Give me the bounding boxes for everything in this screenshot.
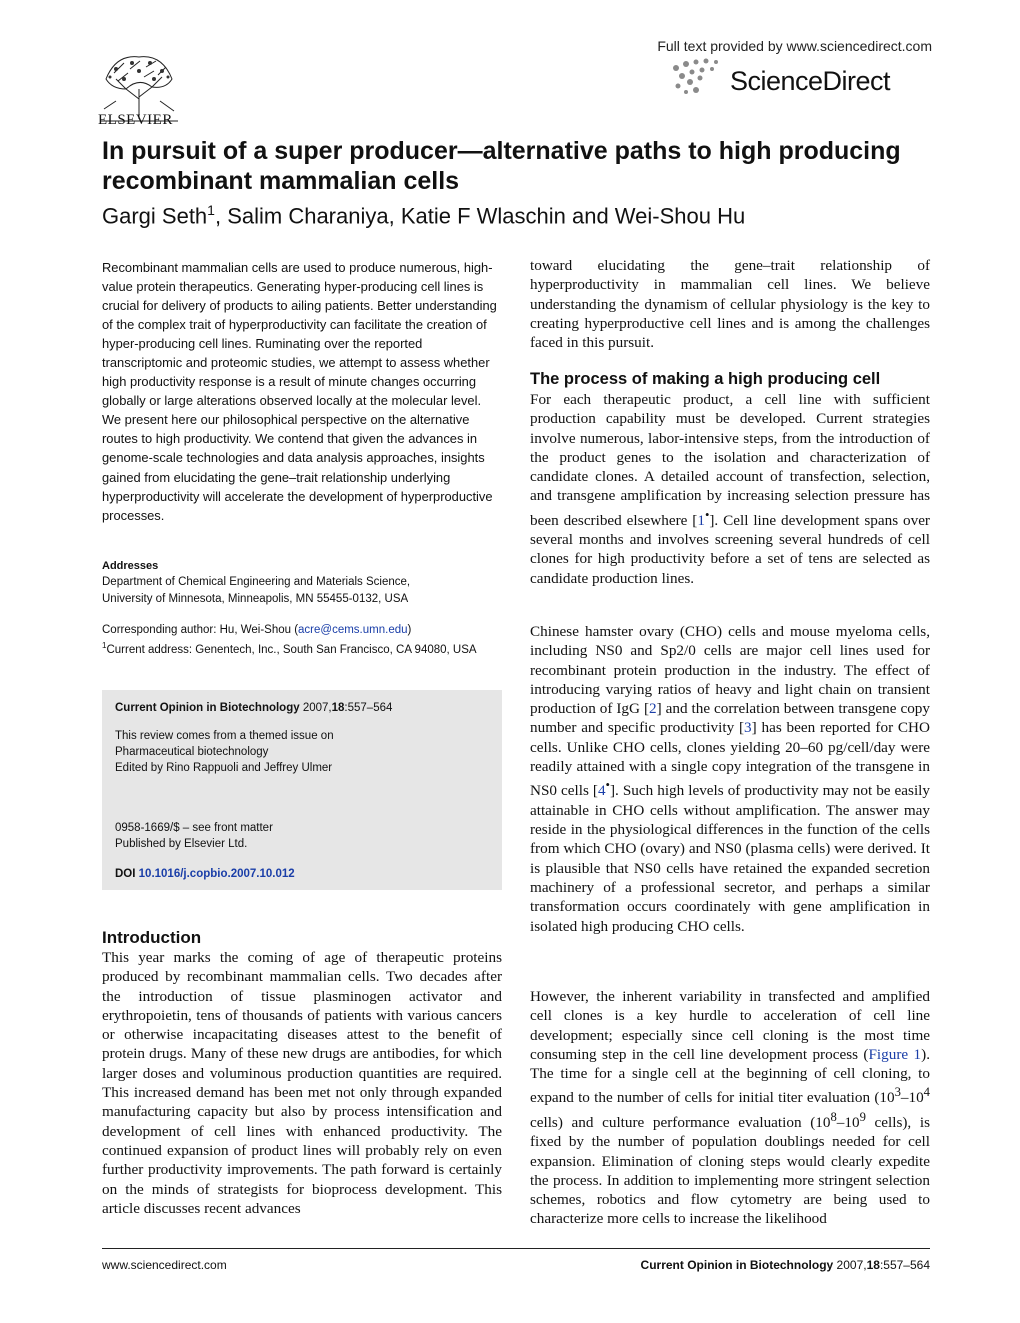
addresses-heading: Addresses xyxy=(102,560,159,572)
footer-website[interactable]: www.sciencedirect.com xyxy=(102,1258,227,1272)
paragraph-text: –10 xyxy=(836,1113,860,1131)
recommended-marker: • xyxy=(704,507,710,522)
process-section-heading: The process of making a high producing c… xyxy=(530,370,881,388)
author-footnote-marker: 1 xyxy=(207,202,215,218)
corresponding-prefix: Corresponding author: Hu, Wei-Shou ( xyxy=(102,624,299,636)
author-rest: , Salim Charaniya, Katie F Wlaschin and … xyxy=(214,203,746,229)
author-list: Gargi Seth1, Salim Charaniya, Katie F Wl… xyxy=(102,196,942,230)
full-text-note[interactable]: Full text provided by www.sciencedirect.… xyxy=(657,38,932,54)
introduction-heading: Introduction xyxy=(102,928,202,947)
sciencedirect-wordmark: ScienceDirect xyxy=(730,66,891,96)
reference-link-2[interactable]: 2 xyxy=(649,700,657,718)
paragraph-text: ]. Such high levels of productivity may … xyxy=(530,782,930,935)
sciencedirect-dots-icon xyxy=(673,58,718,94)
address-line: Department of Chemical Engineering and M… xyxy=(102,576,411,588)
reference-link-1[interactable]: 1 xyxy=(697,511,705,529)
article-info-box: Current Opinion in Biotechnology 2007,18… xyxy=(102,690,502,890)
theme-line: Pharmaceutical biotechnology xyxy=(115,746,269,758)
process-paragraph-2: Chinese hamster ovary (CHO) cells and mo… xyxy=(530,622,930,936)
publisher-name: ELSEVIER xyxy=(98,112,173,128)
footer-year: 2007, xyxy=(836,1258,867,1272)
reference-link-4[interactable]: 4 xyxy=(597,782,606,800)
doi-row: DOI 10.1016/j.copbio.2007.10.012 xyxy=(115,866,495,882)
footer-volume: 18 xyxy=(866,1258,880,1272)
footer-citation: Current Opinion in Biotechnology 2007,18… xyxy=(641,1258,930,1272)
introduction-continued: toward elucidating the gene–trait relati… xyxy=(530,257,930,352)
paragraph-text: –10 xyxy=(900,1089,924,1107)
elsevier-tree-logo xyxy=(96,49,182,122)
current-address-footnote: 1Current address: Genentech, Inc., South… xyxy=(102,638,502,658)
paragraph-text: ] and the correlation between transgene … xyxy=(530,700,930,737)
doi-link[interactable]: 10.1016/j.copbio.2007.10.012 xyxy=(138,868,295,880)
paragraph-text: cells), is fixed by the number of popula… xyxy=(530,1113,930,1228)
address-line: University of Minnesota, Minneapolis, MN… xyxy=(102,592,409,605)
journal-volume: 18 xyxy=(331,702,345,714)
paragraph-text: ] has been reported for CHO cells. Unlik… xyxy=(530,719,930,800)
corresponding-suffix: ) xyxy=(407,624,412,636)
exponent: 4 xyxy=(923,1085,930,1100)
themed-issue-note: This review comes from a themed issue on… xyxy=(115,728,495,776)
issn-note: 0958-1669/$ – see front matter Published… xyxy=(115,820,495,852)
theme-line: Edited by Rino Rappuoli and Jeffrey Ulme… xyxy=(115,762,333,774)
issn-line: 0958-1669/$ – see front matter xyxy=(115,822,273,834)
exponent: 9 xyxy=(859,1109,866,1124)
corresponding-email-link[interactable]: acre@cems.umn.edu xyxy=(298,624,408,636)
paragraph-text: Chinese hamster ovary (CHO) cells and mo… xyxy=(530,623,930,718)
paragraph-text: For each therapeutic product, a cell lin… xyxy=(530,391,930,529)
paragraph-text: ]. Cell line development spans over seve… xyxy=(530,511,930,587)
journal-pages: :557–564 xyxy=(344,702,393,714)
introduction-text: This year marks the coming of age of the… xyxy=(102,949,502,1217)
reference-link-3[interactable]: 3 xyxy=(744,719,752,737)
doi-label: DOI xyxy=(115,868,136,880)
journal-name: Current Opinion in Biotechnology xyxy=(115,702,300,714)
author-first: Gargi Seth xyxy=(102,203,208,229)
current-address-text: Current address: Genentech, Inc., South … xyxy=(106,643,477,656)
figure-1-link[interactable]: Figure 1 xyxy=(868,1045,922,1063)
article-title: In pursuit of a super producer—alternati… xyxy=(102,137,901,195)
footer-divider xyxy=(102,1248,930,1249)
paragraph-text: ). The time for a single cell at the beg… xyxy=(530,1045,930,1107)
publisher-line: Published by Elsevier Ltd. xyxy=(115,838,248,850)
footer-journal: Current Opinion in Biotechnology xyxy=(640,1258,834,1272)
process-paragraph-1: For each therapeutic product, a cell lin… xyxy=(530,390,930,588)
recommended-marker: • xyxy=(605,778,610,793)
paragraph-text: However, the inherent variability in tra… xyxy=(530,988,930,1063)
corresponding-author: Corresponding author: Hu, Wei-Shou (acre… xyxy=(102,623,502,639)
addresses-body: Department of Chemical Engineering and M… xyxy=(102,574,502,607)
footnote-marker: 1 xyxy=(102,641,107,650)
exponent: 8 xyxy=(830,1109,837,1124)
paragraph-text: cells) and culture performance evaluatio… xyxy=(530,1113,831,1131)
exponent: 3 xyxy=(894,1085,901,1100)
journal-year: 2007, xyxy=(302,702,332,714)
process-paragraph-3: However, the inherent variability in tra… xyxy=(530,987,930,1229)
theme-line: This review comes from a themed issue on xyxy=(115,730,334,742)
abstract: Recombinant mammalian cells are used to … xyxy=(102,260,497,523)
journal-citation: Current Opinion in Biotechnology 2007,18… xyxy=(115,700,495,716)
footer-pages: :557–564 xyxy=(879,1258,930,1272)
